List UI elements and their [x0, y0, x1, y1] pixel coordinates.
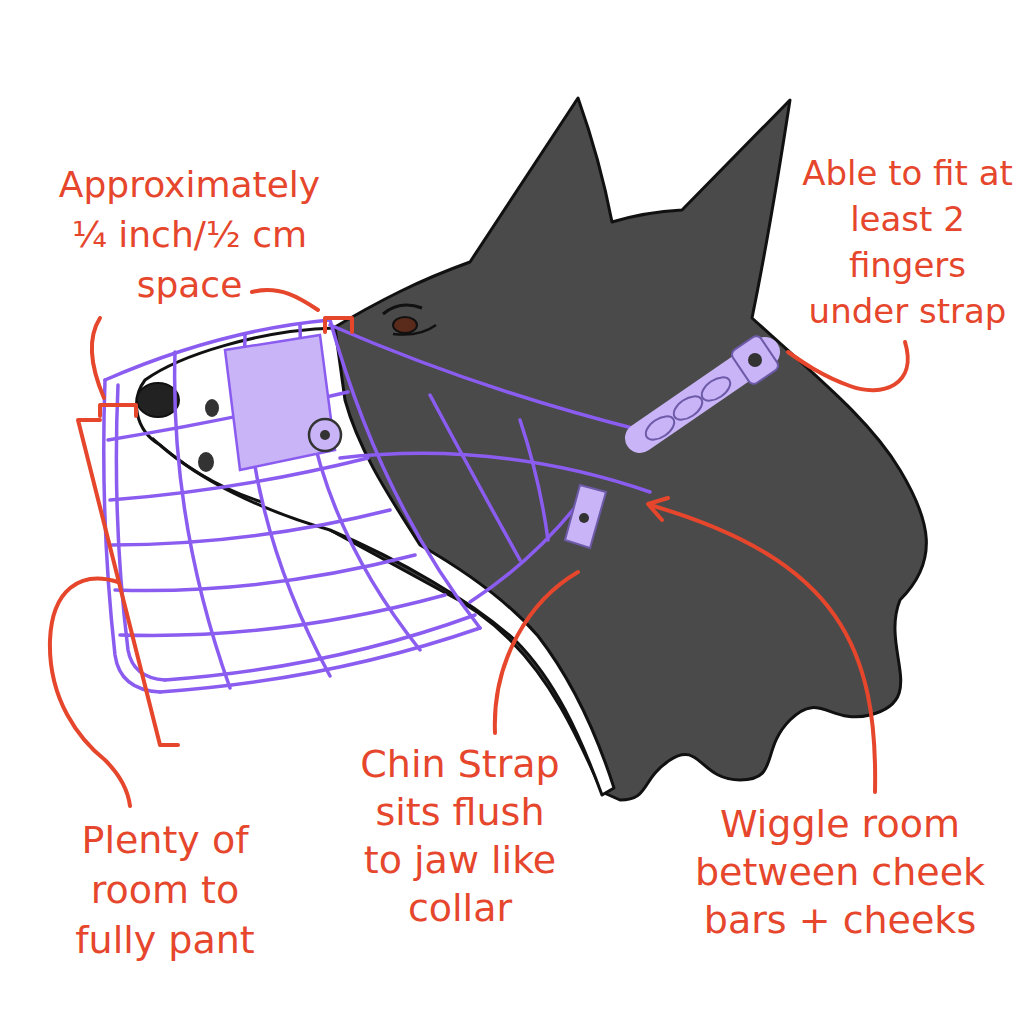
- dog-head: [300, 98, 926, 800]
- leader-line: [252, 290, 318, 310]
- callout-text: Able to fit at least 2 fingers under str…: [802, 153, 1013, 331]
- callout-text: Chin Strap sits flush to jaw like collar: [360, 742, 559, 930]
- leader-line: [92, 318, 104, 398]
- head-strap: [330, 325, 640, 430]
- muzzle-cage: [175, 352, 230, 688]
- muzzle-cage: [120, 595, 445, 636]
- muzzle-cage: [115, 555, 415, 591]
- callout-text: Approximately ¼ inch/½ cm space: [59, 164, 320, 305]
- strap-braid: [670, 392, 707, 425]
- dog-nose: [137, 383, 179, 417]
- dog-brow: [383, 305, 422, 314]
- callout-label: Chin Strap sits flush to jaw like collar: [355, 740, 565, 932]
- chin-strap: [565, 485, 606, 548]
- strap-rivet: [579, 513, 589, 523]
- callout-label: Able to fit at least 2 fingers under str…: [800, 150, 1015, 334]
- dog-spot: [198, 452, 214, 472]
- leader-line: [788, 342, 908, 390]
- leader-line: [650, 505, 875, 792]
- dog-spot: [205, 399, 219, 417]
- dog-eye: [393, 317, 417, 333]
- callout-label: Approximately ¼ inch/½ cm space: [47, 160, 332, 310]
- room-bracket: [78, 420, 178, 745]
- muzzle-cage: [330, 320, 480, 628]
- callout-text: Plenty of room to fully pant: [75, 818, 255, 962]
- chin-strap-line: [470, 495, 585, 602]
- strap-rivet: [320, 430, 330, 440]
- strap-braid: [642, 412, 679, 445]
- callout-text: Wiggle room between cheek bars + cheeks: [695, 802, 985, 942]
- callout-label: Plenty of room to fully pant: [65, 815, 265, 965]
- leader-line: [50, 579, 130, 806]
- strap-buckle: [730, 334, 781, 386]
- cheek-bar: [520, 420, 548, 540]
- gap-bracket: [100, 405, 136, 416]
- callout-label: Wiggle room between cheek bars + cheeks: [690, 800, 990, 944]
- strap-rivet: [748, 353, 762, 367]
- arrow-head: [648, 498, 668, 520]
- gap-bracket: [325, 318, 352, 332]
- cheek-bar: [430, 395, 520, 560]
- strap-rivet: [309, 419, 341, 451]
- muzzle-cage: [104, 380, 160, 692]
- strap-braid: [698, 373, 735, 406]
- dog-lid: [393, 325, 436, 335]
- leader-line: [495, 572, 578, 733]
- dog-muzzle: [137, 328, 614, 795]
